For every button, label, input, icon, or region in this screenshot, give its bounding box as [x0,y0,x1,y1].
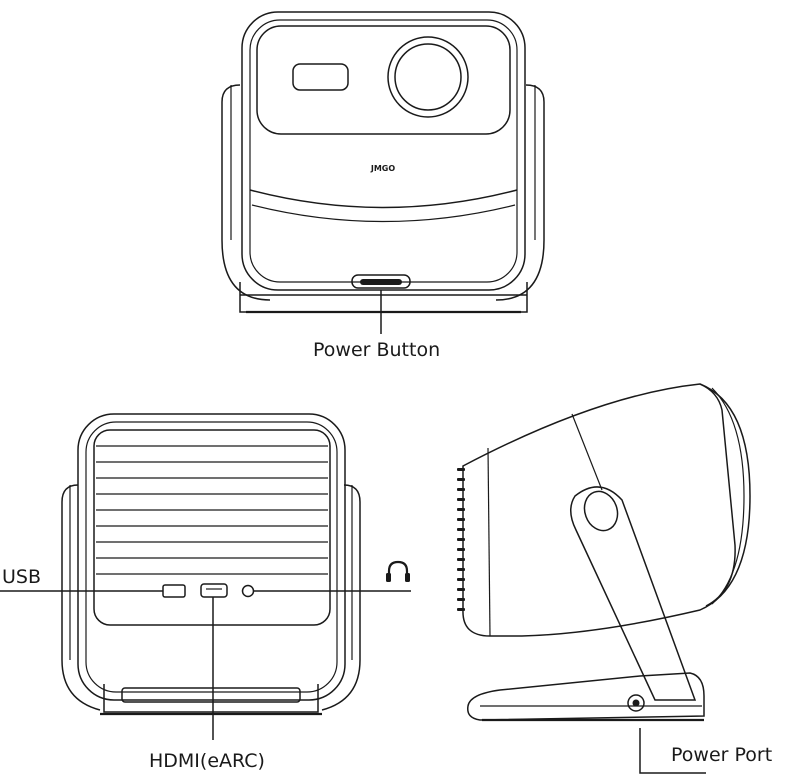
side-front-bezel [700,384,735,606]
rear-stand-right-arm [322,485,360,710]
hdmi-port [201,584,227,597]
rear-vent-grille [94,430,330,625]
side-view [457,384,750,773]
front-base [240,282,527,312]
power-button-label: Power Button [313,339,440,361]
brand-logo: JMGO [370,164,396,173]
headphone-jack [243,586,254,597]
power-port-label: Power Port [671,744,772,766]
headphone-icon [386,562,410,582]
front-body-inner [250,20,517,282]
side-body [463,384,750,636]
front-body-outer [242,12,525,290]
front-view [222,12,544,334]
side-base [468,673,704,720]
hdmi-label: HDMI(eARC) [149,750,265,772]
front-sensor-window [293,64,348,90]
rear-vent-slats [96,446,328,574]
side-stand-arm [571,487,695,700]
front-stand-right-arm [496,85,544,300]
front-panel [257,26,510,134]
usb-label: USB [2,566,41,588]
front-lens-ring [388,37,468,117]
rear-body-outer [78,414,345,700]
side-vent-teeth [457,468,465,611]
usb-port [163,585,185,597]
rear-view [0,414,411,740]
front-lens [395,44,461,110]
